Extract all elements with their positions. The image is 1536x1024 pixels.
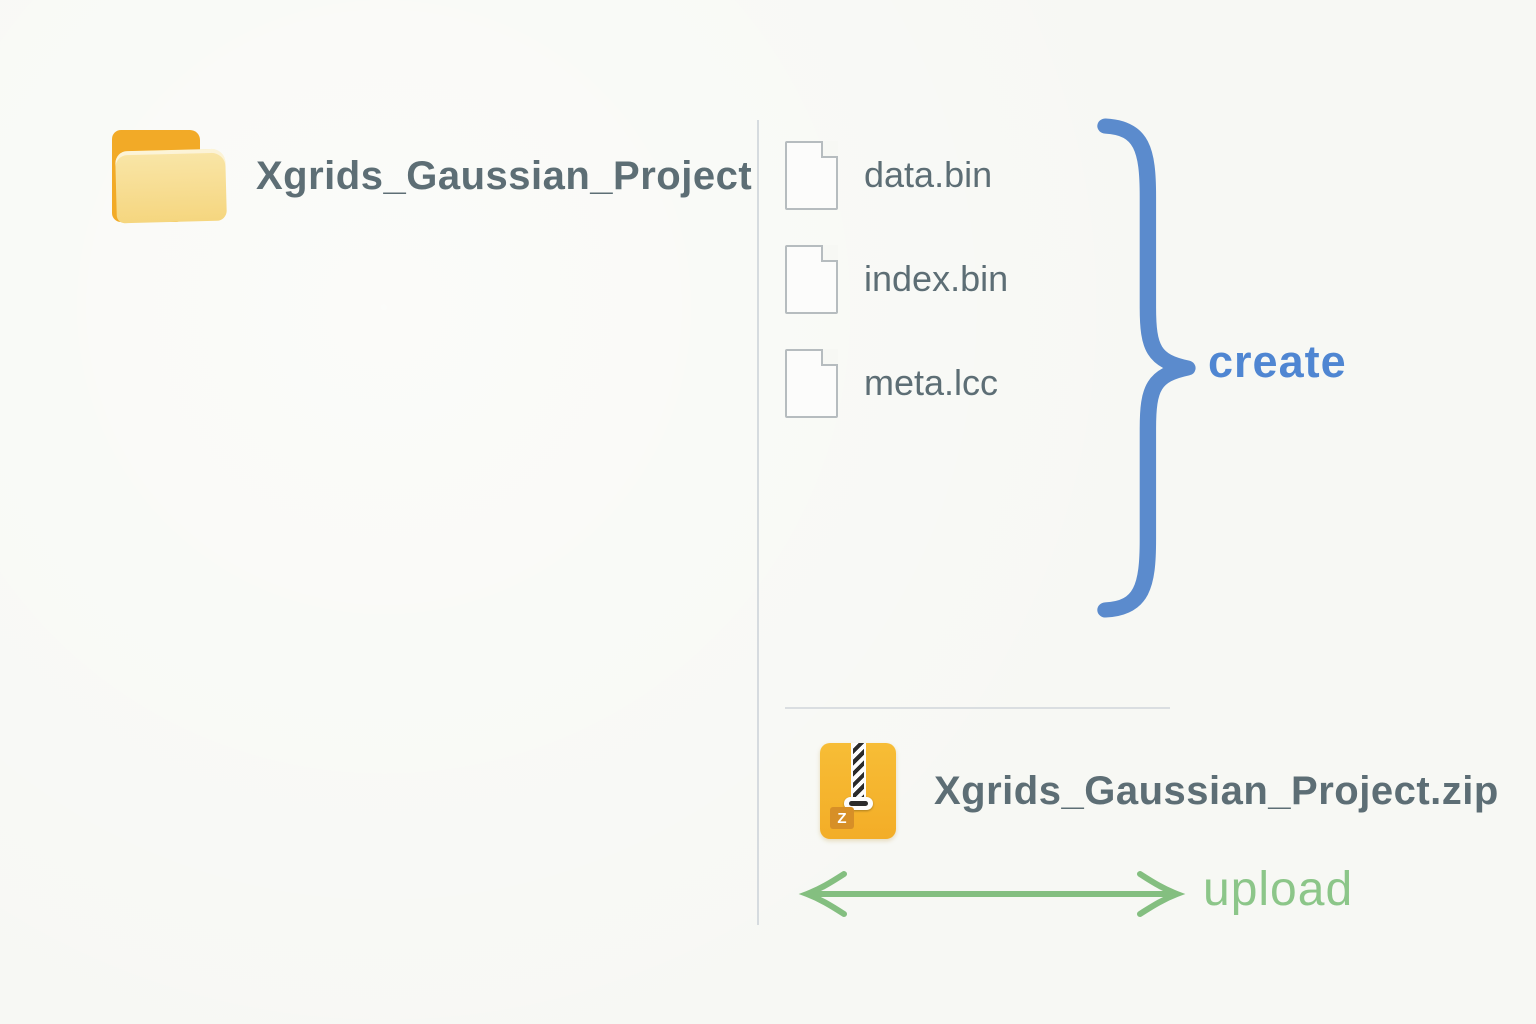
horizontal-divider xyxy=(785,707,1170,709)
file-name-label: data.bin xyxy=(864,154,993,195)
source-folder-row: Xgrids_Gaussian_Project xyxy=(112,130,753,224)
zip-file-name-label: Xgrids_Gaussian_Project.zip xyxy=(934,768,1499,813)
zip-file-row: Z Xgrids_Gaussian_Project.zip xyxy=(820,743,1499,839)
file-row-index-bin: index.bin xyxy=(785,244,1008,314)
create-annotation-label: create xyxy=(1208,336,1347,387)
zip-archive-icon: Z xyxy=(820,743,896,839)
double-arrow-icon xyxy=(798,866,1186,927)
folder-icon xyxy=(112,130,227,224)
curly-brace-icon xyxy=(1092,118,1198,623)
file-row-data-bin: data.bin xyxy=(785,140,992,210)
file-name-label: index.bin xyxy=(864,258,1009,299)
folder-front xyxy=(115,148,227,224)
zipper-strip xyxy=(851,743,866,799)
file-icon xyxy=(785,348,838,418)
upload-annotation-label: upload xyxy=(1203,863,1354,916)
zipper-pull xyxy=(844,797,873,810)
vertical-divider xyxy=(757,120,759,925)
file-name-label: meta.lcc xyxy=(864,362,999,403)
file-icon xyxy=(785,244,838,314)
file-row-meta-lcc: meta.lcc xyxy=(785,348,998,418)
folder-name-label: Xgrids_Gaussian_Project xyxy=(256,153,753,198)
file-icon xyxy=(785,140,838,210)
zip-badge: Z xyxy=(830,807,854,829)
